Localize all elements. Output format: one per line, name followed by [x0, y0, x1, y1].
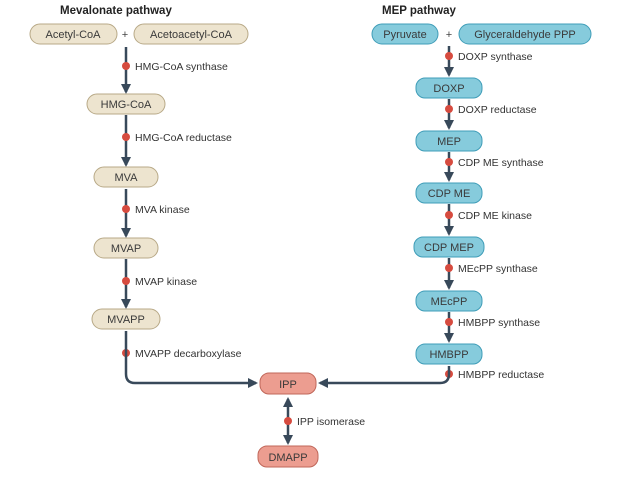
- mevalonate-substrate-acetyl-coa: Acetyl-CoA: [29, 23, 118, 45]
- node-label: MVAP: [111, 243, 141, 255]
- enzyme-label: HMBPP reductase: [458, 369, 544, 381]
- node-mva: MVA: [93, 166, 159, 188]
- node-label: MEP: [437, 136, 461, 148]
- node-label: CDP MEP: [424, 242, 474, 254]
- enzyme-label: CDP ME synthase: [458, 157, 544, 169]
- node-hmbpp: HMBPP: [415, 343, 483, 365]
- node-mep: MEP: [415, 130, 483, 152]
- node-label: CDP ME: [428, 188, 471, 200]
- mep-enzyme-3: CDP ME synthase: [445, 157, 544, 169]
- mevalonate-title: Mevalonate pathway: [60, 5, 172, 17]
- mep-title: MEP pathway: [382, 5, 457, 17]
- mva-enzyme-1: HMG-CoA synthase: [122, 61, 228, 73]
- node-label: MVA: [114, 172, 138, 184]
- node-label: DOXP: [433, 83, 464, 95]
- mevalonate-plus: +: [122, 29, 128, 41]
- node-label: Pyruvate: [383, 29, 426, 41]
- mvapp-to-ipp-arrow: [124, 331, 258, 388]
- mep-enzyme-6: HMBPP synthase: [445, 317, 540, 329]
- node-label: MVAPP: [107, 314, 145, 326]
- mva-enzyme-4: MVAP kinase: [122, 276, 197, 288]
- node-doxp: DOXP: [415, 77, 483, 99]
- mep-enzyme-7: HMBPP reductase: [445, 369, 544, 381]
- mep-enzyme-1: DOXP synthase: [445, 51, 533, 63]
- node-cdp-me: CDP ME: [415, 182, 483, 204]
- mep-enzyme-4: CDP ME kinase: [445, 210, 532, 222]
- enzyme-label: HMG-CoA reductase: [135, 132, 232, 144]
- enzyme-label: DOXP synthase: [458, 51, 533, 63]
- node-cdp-mep: CDP MEP: [413, 236, 485, 258]
- enzyme-label: DOXP reductase: [458, 104, 537, 116]
- node-mvap: MVAP: [93, 237, 159, 259]
- node-label: Glyceraldehyde PPP: [474, 29, 576, 41]
- enzyme-label: MVAP kinase: [135, 276, 197, 288]
- mva-enzyme-2: HMG-CoA reductase: [122, 132, 232, 144]
- enzyme-label: CDP ME kinase: [458, 210, 532, 222]
- hmbpp-to-ipp-arrow: [318, 366, 451, 388]
- node-label: Acetyl-CoA: [45, 29, 101, 41]
- enzyme-label: HMBPP synthase: [458, 317, 540, 329]
- node-dmapp: DMAPP: [257, 445, 319, 468]
- mep-substrate-pyruvate: Pyruvate: [371, 23, 439, 45]
- enzyme-label: IPP isomerase: [297, 416, 365, 428]
- node-ipp: IPP: [259, 372, 317, 395]
- node-hmg-coa: HMG-CoA: [86, 93, 166, 115]
- node-label: DMAPP: [268, 452, 307, 464]
- enzyme-label: MVA kinase: [135, 204, 190, 216]
- node-label: IPP: [279, 379, 297, 391]
- node-label: HMG-CoA: [101, 99, 152, 111]
- mep-plus: +: [446, 29, 452, 41]
- node-label: Acetoacetyl-CoA: [150, 29, 233, 41]
- ipp-isomerase-enzyme: IPP isomerase: [284, 416, 365, 428]
- enzyme-label: HMG-CoA synthase: [135, 61, 228, 73]
- mep-enzyme-2: DOXP reductase: [445, 104, 537, 116]
- mva-enzyme-5: MVAPP decarboxylase: [122, 348, 242, 360]
- node-label: HMBPP: [429, 349, 468, 361]
- enzyme-label: MVAPP decarboxylase: [135, 348, 242, 360]
- mep-substrate-glyceraldehyde: Glyceraldehyde PPP: [458, 23, 592, 45]
- mevalonate-substrate-acetoacetyl-coa: Acetoacetyl-CoA: [133, 23, 249, 45]
- node-label: MEcPP: [431, 296, 468, 308]
- mep-enzyme-5: MEcPP synthase: [445, 263, 538, 275]
- enzyme-label: MEcPP synthase: [458, 263, 538, 275]
- mva-enzyme-3: MVA kinase: [122, 204, 190, 216]
- node-mecpp: MEcPP: [415, 290, 483, 312]
- node-mvapp: MVAPP: [91, 308, 161, 330]
